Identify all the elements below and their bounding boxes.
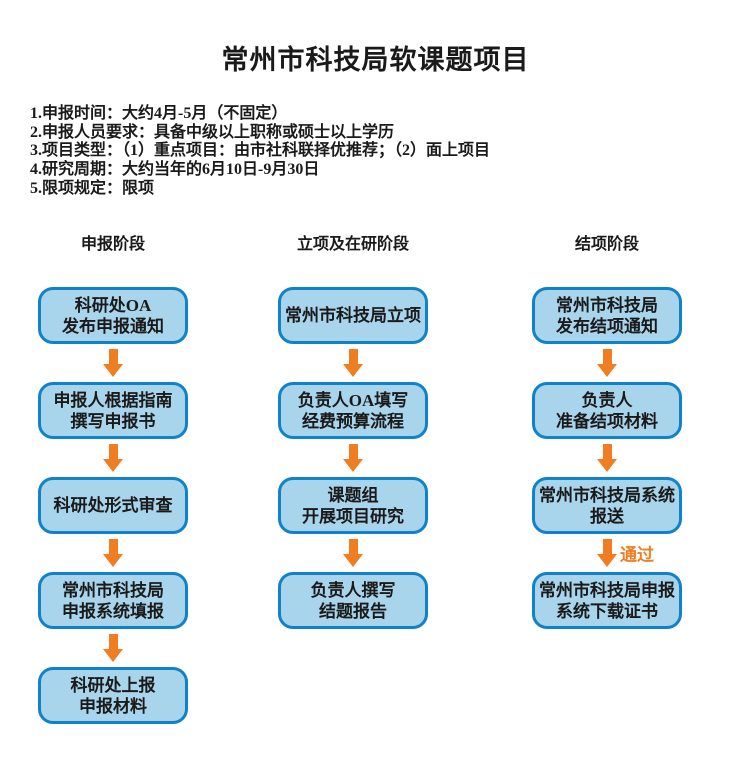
flow-step: 常州市科技局 发布结项通知 (532, 287, 682, 344)
flow-step: 常州市科技局系统 报送 (532, 477, 682, 534)
flow-step: 常州市科技局立项 (278, 287, 428, 344)
flow-step-line: 科研处上报 (70, 675, 156, 695)
flow-step: 科研处OA 发布申报通知 (38, 287, 188, 344)
column-research-phase: 常州市科技局立项 负责人OA填写 经费预算流程 课题组 开展项目研究 负责人撰写… (278, 287, 428, 629)
note-line: 3.项目类型：（1）重点项目：由市社科联择优推荐；（2）面上项目 (30, 142, 491, 160)
down-arrow-icon (597, 444, 617, 472)
flow-step-line: 科研处形式审查 (53, 496, 173, 515)
down-arrow-icon (597, 349, 617, 377)
flow-step-line: 结题报告 (319, 601, 387, 621)
flow-step: 申报人根据指南 撰写申报书 (38, 382, 188, 439)
flow-connector (38, 534, 188, 572)
flow-step-line: 申报材料 (79, 696, 147, 716)
flow-step-line: 常州市科技局立项 (285, 306, 421, 325)
flow-step-line: 撰写申报书 (70, 411, 156, 431)
flow-step-line: 常州市科技局 (62, 580, 164, 600)
flow-step-line: 负责人 (581, 390, 633, 410)
flow-step: 负责人 准备结项材料 (532, 382, 682, 439)
flow-step-line: 申报系统填报 (62, 601, 164, 621)
flow-step-line: 负责人撰写 (310, 580, 396, 600)
flow-connector: 通过 (532, 534, 682, 572)
arrow-label-pass: 通过 (620, 545, 654, 565)
flow-step-line: 负责人OA填写 (297, 390, 409, 410)
flow-step: 负责人撰写 结题报告 (278, 572, 428, 629)
note-line: 2.申报人员要求：具备中级以上职称或硕士以上学历 (30, 123, 395, 141)
flow-connector (38, 439, 188, 477)
flow-step: 负责人OA填写 经费预算流程 (278, 382, 428, 439)
column-header-research-phase: 立项及在研阶段 (296, 236, 409, 253)
note-line: 5.限项规定：限项 (30, 179, 155, 197)
flow-step-line: 常州市科技局申报 (539, 580, 675, 600)
down-arrow-icon (103, 634, 123, 662)
flow-connector (38, 629, 188, 667)
flow-step-line: 经费预算流程 (302, 411, 404, 431)
column-header-application-phase: 申报阶段 (80, 236, 145, 253)
flow-connector (532, 344, 682, 382)
flow-connector (532, 439, 682, 477)
column-completion-phase: 常州市科技局 发布结项通知 负责人 准备结项材料 常州市科技局系统 报送 通过 … (532, 287, 682, 629)
flow-step-line: 科研处OA (74, 295, 152, 315)
flow-step-line: 发布结项通知 (556, 316, 658, 336)
note-line: 4.研究周期：大约当年的6月10日-9月30日 (30, 161, 320, 179)
flow-step: 科研处形式审查 (38, 477, 188, 534)
down-arrow-icon (343, 349, 363, 377)
column-application-phase: 科研处OA 发布申报通知 申报人根据指南 撰写申报书 科研处形式审查 常州市科技… (38, 287, 188, 724)
flow-step-line: 发布申报通知 (62, 316, 164, 336)
down-arrow-icon (343, 539, 363, 567)
flow-step: 课题组 开展项目研究 (278, 477, 428, 534)
flow-step-line: 开展项目研究 (302, 506, 404, 526)
down-arrow-icon (343, 444, 363, 472)
flow-step-line: 报送 (590, 506, 624, 526)
down-arrow-icon (597, 539, 617, 567)
flow-step-line: 系统下载证书 (556, 601, 658, 621)
flow-connector (278, 344, 428, 382)
flow-step-line: 常州市科技局 (556, 295, 658, 315)
flow-step: 常州市科技局 申报系统填报 (38, 572, 188, 629)
down-arrow-icon (103, 349, 123, 377)
project-notes: 1.申报时间：大约4月-5月（不固定） 2.申报人员要求：具备中级以上职称或硕士… (30, 105, 730, 199)
note-line: 1.申报时间：大约4月-5月（不固定） (30, 105, 288, 122)
page-title: 常州市科技局软课题项目 (221, 45, 530, 75)
flow-step-line: 课题组 (327, 485, 379, 505)
flow-step-line: 申报人根据指南 (53, 390, 173, 410)
flow-step: 科研处上报 申报材料 (38, 667, 188, 724)
flow-connector (278, 534, 428, 572)
flow-step-line: 准备结项材料 (556, 411, 658, 431)
down-arrow-icon (103, 444, 123, 472)
down-arrow-icon (103, 539, 123, 567)
flow-connector (278, 439, 428, 477)
column-header-completion-phase: 结项阶段 (574, 236, 639, 253)
flow-step-line: 常州市科技局系统 (539, 485, 675, 505)
flow-step: 常州市科技局申报 系统下载证书 (532, 572, 682, 629)
flow-connector (38, 344, 188, 382)
